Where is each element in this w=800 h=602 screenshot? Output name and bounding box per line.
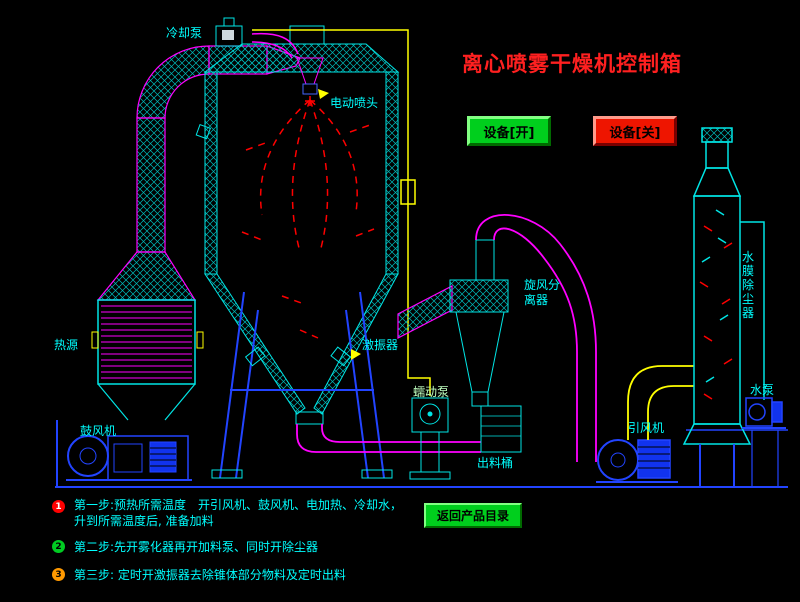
dust-collector-tower xyxy=(682,127,765,445)
page-title: 离心喷雾干燥机控制箱 xyxy=(462,52,682,76)
label-water-film-dust-collector: 水膜除尘器 xyxy=(742,250,755,320)
blower-unit xyxy=(66,435,192,481)
peristaltic-pump-unit xyxy=(409,397,451,480)
induced-fan-unit xyxy=(596,439,678,483)
label-water-pump: 水泵 xyxy=(750,383,775,397)
cyclone-separator-unit xyxy=(449,239,509,407)
support-legs xyxy=(219,291,385,479)
step-3-badge: 3 xyxy=(52,568,65,581)
discharge-barrel-unit xyxy=(480,405,522,453)
water-pump-unit xyxy=(742,397,786,487)
atomizer xyxy=(251,25,325,106)
return-catalog-button[interactable]: 返回产品目录 xyxy=(424,503,522,528)
label-cooling-pump: 冷却泵 xyxy=(166,26,203,40)
exhaust-pipe xyxy=(475,214,597,462)
leg-feet xyxy=(211,469,393,479)
label-electric-nozzle: 电动喷头 xyxy=(330,96,379,110)
device-off-button[interactable]: 设备[关] xyxy=(593,116,677,146)
step-2-text: 第二步:先开雾化器再开加料泵、同时开除尘器 xyxy=(74,540,319,554)
hot-air-duct xyxy=(96,45,301,301)
nozzle-arrow xyxy=(318,89,329,99)
discharge-pipe xyxy=(296,424,481,453)
cooling-pump-unit xyxy=(215,17,243,47)
tower-legs xyxy=(699,444,735,487)
heat-source-unit xyxy=(91,299,204,421)
vibrator-units xyxy=(244,346,352,367)
cyclone-inlet-duct xyxy=(397,285,453,339)
label-peristaltic-pump: 蠕动泵 xyxy=(413,385,450,399)
vibrator-arrow xyxy=(351,349,361,360)
label-cyclone-separator: 旋风分离器 xyxy=(524,278,561,307)
spray-pattern xyxy=(241,99,375,339)
step-2-badge: 2 xyxy=(52,540,65,553)
tower-spray-dashes xyxy=(699,209,733,400)
label-induced-draft-fan: 引风机 xyxy=(628,421,665,435)
step-1-badge: 1 xyxy=(52,500,65,513)
feed-line xyxy=(252,29,431,396)
ground-lines xyxy=(55,420,788,488)
device-on-button[interactable]: 设备[开] xyxy=(467,116,551,146)
label-blower: 鼓风机 xyxy=(80,424,117,438)
fan-outlet-elbow xyxy=(627,365,694,440)
label-heat-source: 热源 xyxy=(54,338,79,352)
step-1-text-line1: 第一步:预热所需温度 开引风机、鼓风机、电加热、冷却水， xyxy=(74,498,403,512)
label-discharge-barrel: 出料桶 xyxy=(477,456,514,470)
step-1-text-line2: 升到所需温度后, 准备加料 xyxy=(74,514,214,528)
step-3-text: 第三步: 定时开激振器去除锥体部分物料及定时出料 xyxy=(74,568,346,582)
label-vibrator: 激振器 xyxy=(362,338,399,352)
